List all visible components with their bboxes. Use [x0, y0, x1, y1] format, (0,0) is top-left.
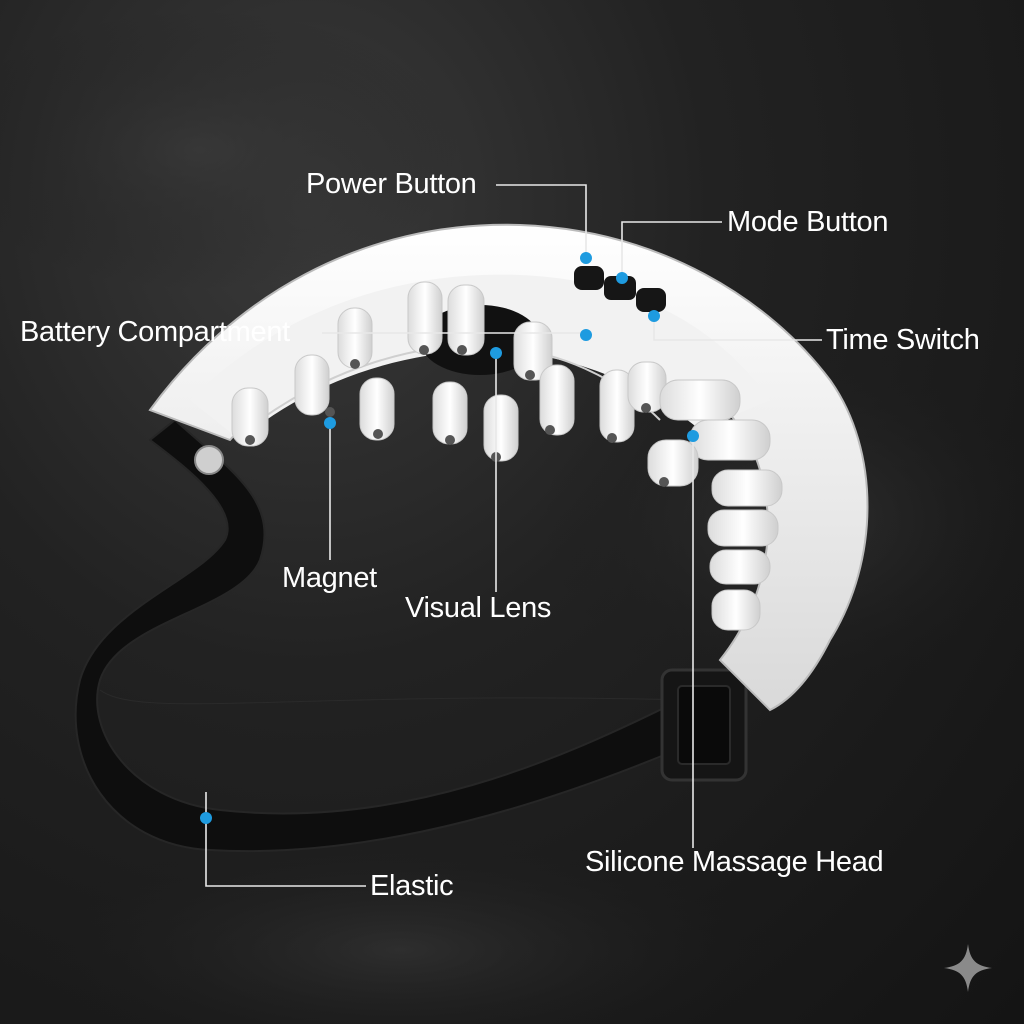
control-buttons: [574, 266, 666, 312]
magnet-snap: [194, 445, 224, 475]
label-power-button: Power Button: [306, 168, 477, 200]
massager-shell: [148, 223, 869, 712]
massage-pegs: [231, 281, 783, 631]
label-mode-button: Mode Button: [727, 206, 889, 238]
strap-buckle: [660, 668, 748, 782]
peg-tips: [245, 345, 669, 487]
label-battery-compartment: Battery Compartment: [20, 316, 290, 348]
label-magnet: Magnet: [282, 562, 377, 594]
label-visual-lens: Visual Lens: [405, 592, 552, 624]
label-time-switch: Time Switch: [826, 324, 980, 356]
callout-dots: [200, 252, 699, 824]
label-elastic: Elastic: [370, 870, 454, 902]
sparkle-icon: [944, 944, 992, 992]
label-silicone-massage-head: Silicone Massage Head: [585, 846, 884, 878]
